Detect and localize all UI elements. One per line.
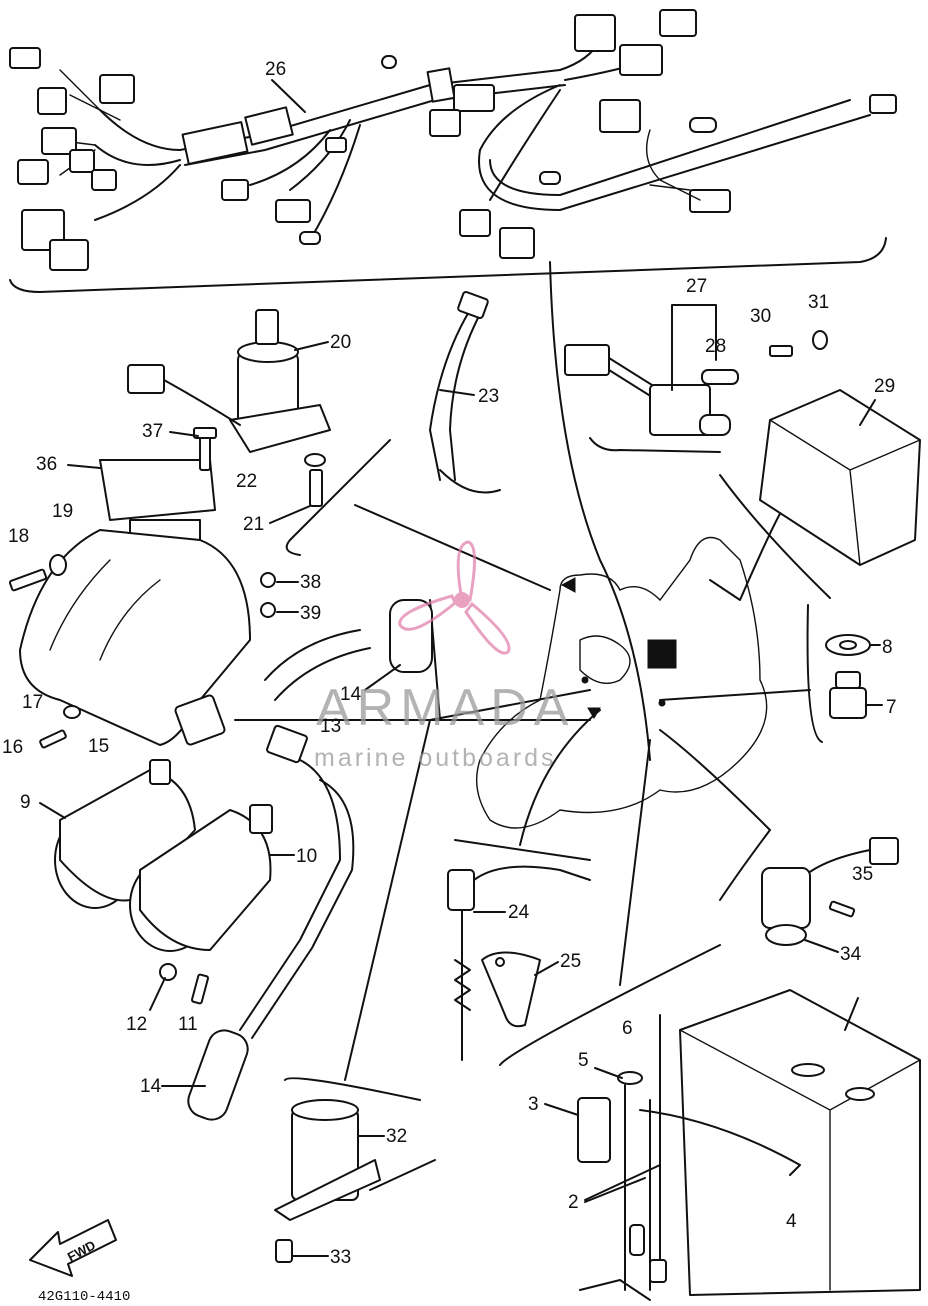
- part-labels: 26 20 23 27 28 30 31 29 37 36 22 21 18 1…: [2, 59, 897, 1305]
- label-11: 11: [178, 1014, 198, 1035]
- label-16: 16: [2, 737, 23, 758]
- label-21: 21: [243, 514, 264, 535]
- relay-and-cdi: [564, 344, 921, 566]
- label-12: 12: [126, 1014, 147, 1035]
- label-15: 15: [88, 736, 109, 757]
- label-7: 7: [886, 697, 897, 718]
- label-39: 39: [300, 603, 321, 624]
- label-26: 26: [265, 59, 286, 80]
- watermark-tagline: marine outboards: [314, 744, 557, 772]
- ignition-coils: [54, 599, 433, 1121]
- sensors: [429, 291, 591, 1061]
- label-20: 20: [330, 332, 351, 353]
- label-36: 36: [36, 454, 57, 475]
- label-10: 10: [296, 846, 317, 867]
- wire-harness: [9, 9, 897, 293]
- label-35: 35: [852, 864, 873, 885]
- starter-motor: [274, 1099, 436, 1221]
- label-5: 5: [578, 1050, 589, 1071]
- watermark-brand: ARMADA: [316, 679, 574, 737]
- label-25: 25: [560, 951, 581, 972]
- label-6: 6: [622, 1018, 633, 1039]
- label-4: 4: [786, 1211, 797, 1232]
- starter-relay-34: [761, 837, 899, 946]
- label-17: 17: [22, 692, 43, 713]
- label-24: 24: [508, 902, 530, 923]
- label-29: 29: [874, 376, 895, 397]
- label-34: 34: [840, 944, 862, 965]
- label-14b: 14: [140, 1076, 162, 1097]
- label-19: 19: [52, 501, 73, 522]
- engine-outline: [475, 536, 768, 829]
- neutral-switch: [825, 634, 871, 719]
- label-27: 27: [686, 276, 707, 297]
- fasteners: [8, 330, 856, 1263]
- label-3: 3: [528, 1094, 539, 1115]
- label-13: 13: [320, 716, 341, 737]
- label-8: 8: [882, 637, 893, 658]
- drawing-code: 42G110-4410: [38, 1289, 130, 1305]
- label-32: 32: [386, 1126, 407, 1147]
- label-30: 30: [750, 306, 771, 327]
- label-18: 18: [8, 526, 29, 547]
- label-33: 33: [330, 1247, 351, 1268]
- label-37: 37: [142, 421, 163, 442]
- leader-lines: [234, 261, 831, 1101]
- label-31: 31: [808, 292, 829, 313]
- label-14a: 14: [340, 684, 362, 705]
- forward-arrow-icon: FWD: [29, 1219, 117, 1277]
- main-switch: [127, 309, 331, 453]
- armada-watermark-logo: ARMADA marine outboards: [314, 540, 574, 772]
- label-9: 9: [20, 792, 31, 813]
- label-2: 2: [568, 1192, 579, 1213]
- label-38: 38: [300, 572, 321, 593]
- label-23: 23: [478, 386, 499, 407]
- propeller-logo-icon: [398, 540, 511, 655]
- battery-assembly: [577, 989, 921, 1301]
- label-22: 22: [236, 471, 257, 492]
- label-28: 28: [705, 336, 726, 357]
- rectifier-cover: [19, 459, 251, 746]
